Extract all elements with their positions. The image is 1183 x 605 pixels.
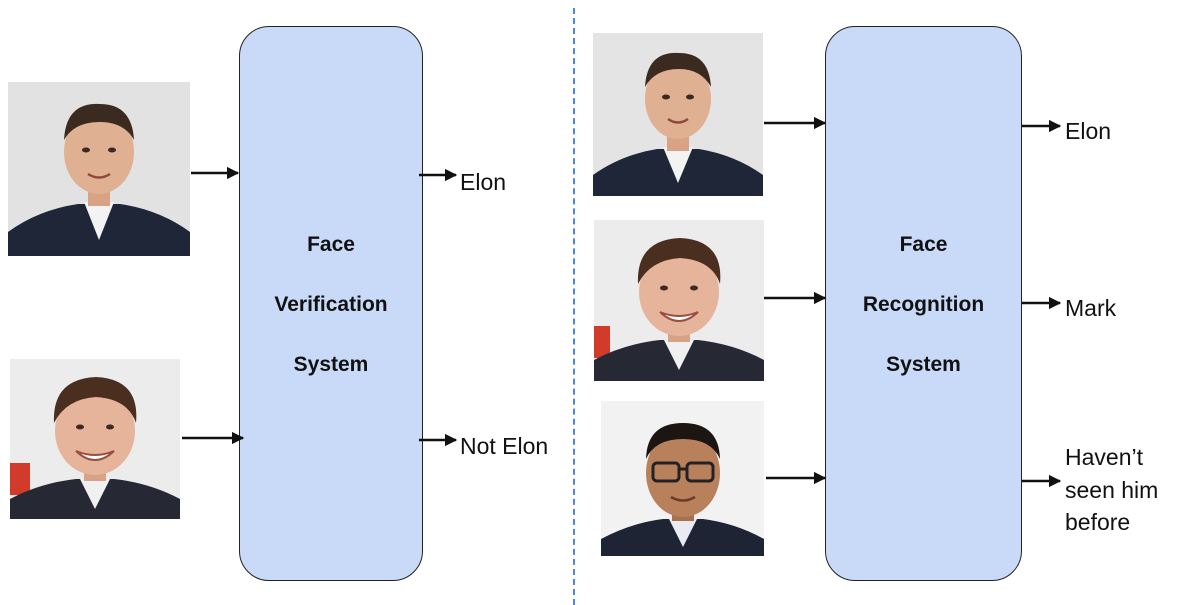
verification-label-line-2: Verification <box>274 293 388 316</box>
mark-photo-right <box>594 220 764 381</box>
face-recognition-system-box: Face Recognition System <box>825 26 1022 581</box>
verification-output-not-elon: Not Elon <box>460 433 549 459</box>
recognition-output-elon: Elon <box>1065 118 1112 144</box>
elon-photo-left <box>8 82 190 256</box>
verification-output-elon: Elon <box>460 169 507 195</box>
unknown-person-photo <box>601 401 764 556</box>
verification-label-line-1: Face <box>307 233 355 256</box>
recognition-output-unknown-line-1: Haven’t <box>1065 444 1143 470</box>
recognition-output-unknown-line-3: before <box>1065 509 1131 535</box>
recognition-output-unknown-line-2: seen him <box>1065 477 1159 503</box>
recognition-label-line-1: Face <box>899 233 948 256</box>
recognition-label-line-2: Recognition <box>862 293 985 316</box>
recognition-label-line-3: System <box>886 353 961 376</box>
verification-label-line-3: System <box>293 353 369 376</box>
face-verification-system-box: Face Verification System <box>239 26 423 581</box>
section-divider <box>573 8 575 605</box>
mark-photo-left <box>10 359 180 519</box>
elon-photo-right <box>593 33 763 196</box>
recognition-output-mark: Mark <box>1065 295 1117 321</box>
